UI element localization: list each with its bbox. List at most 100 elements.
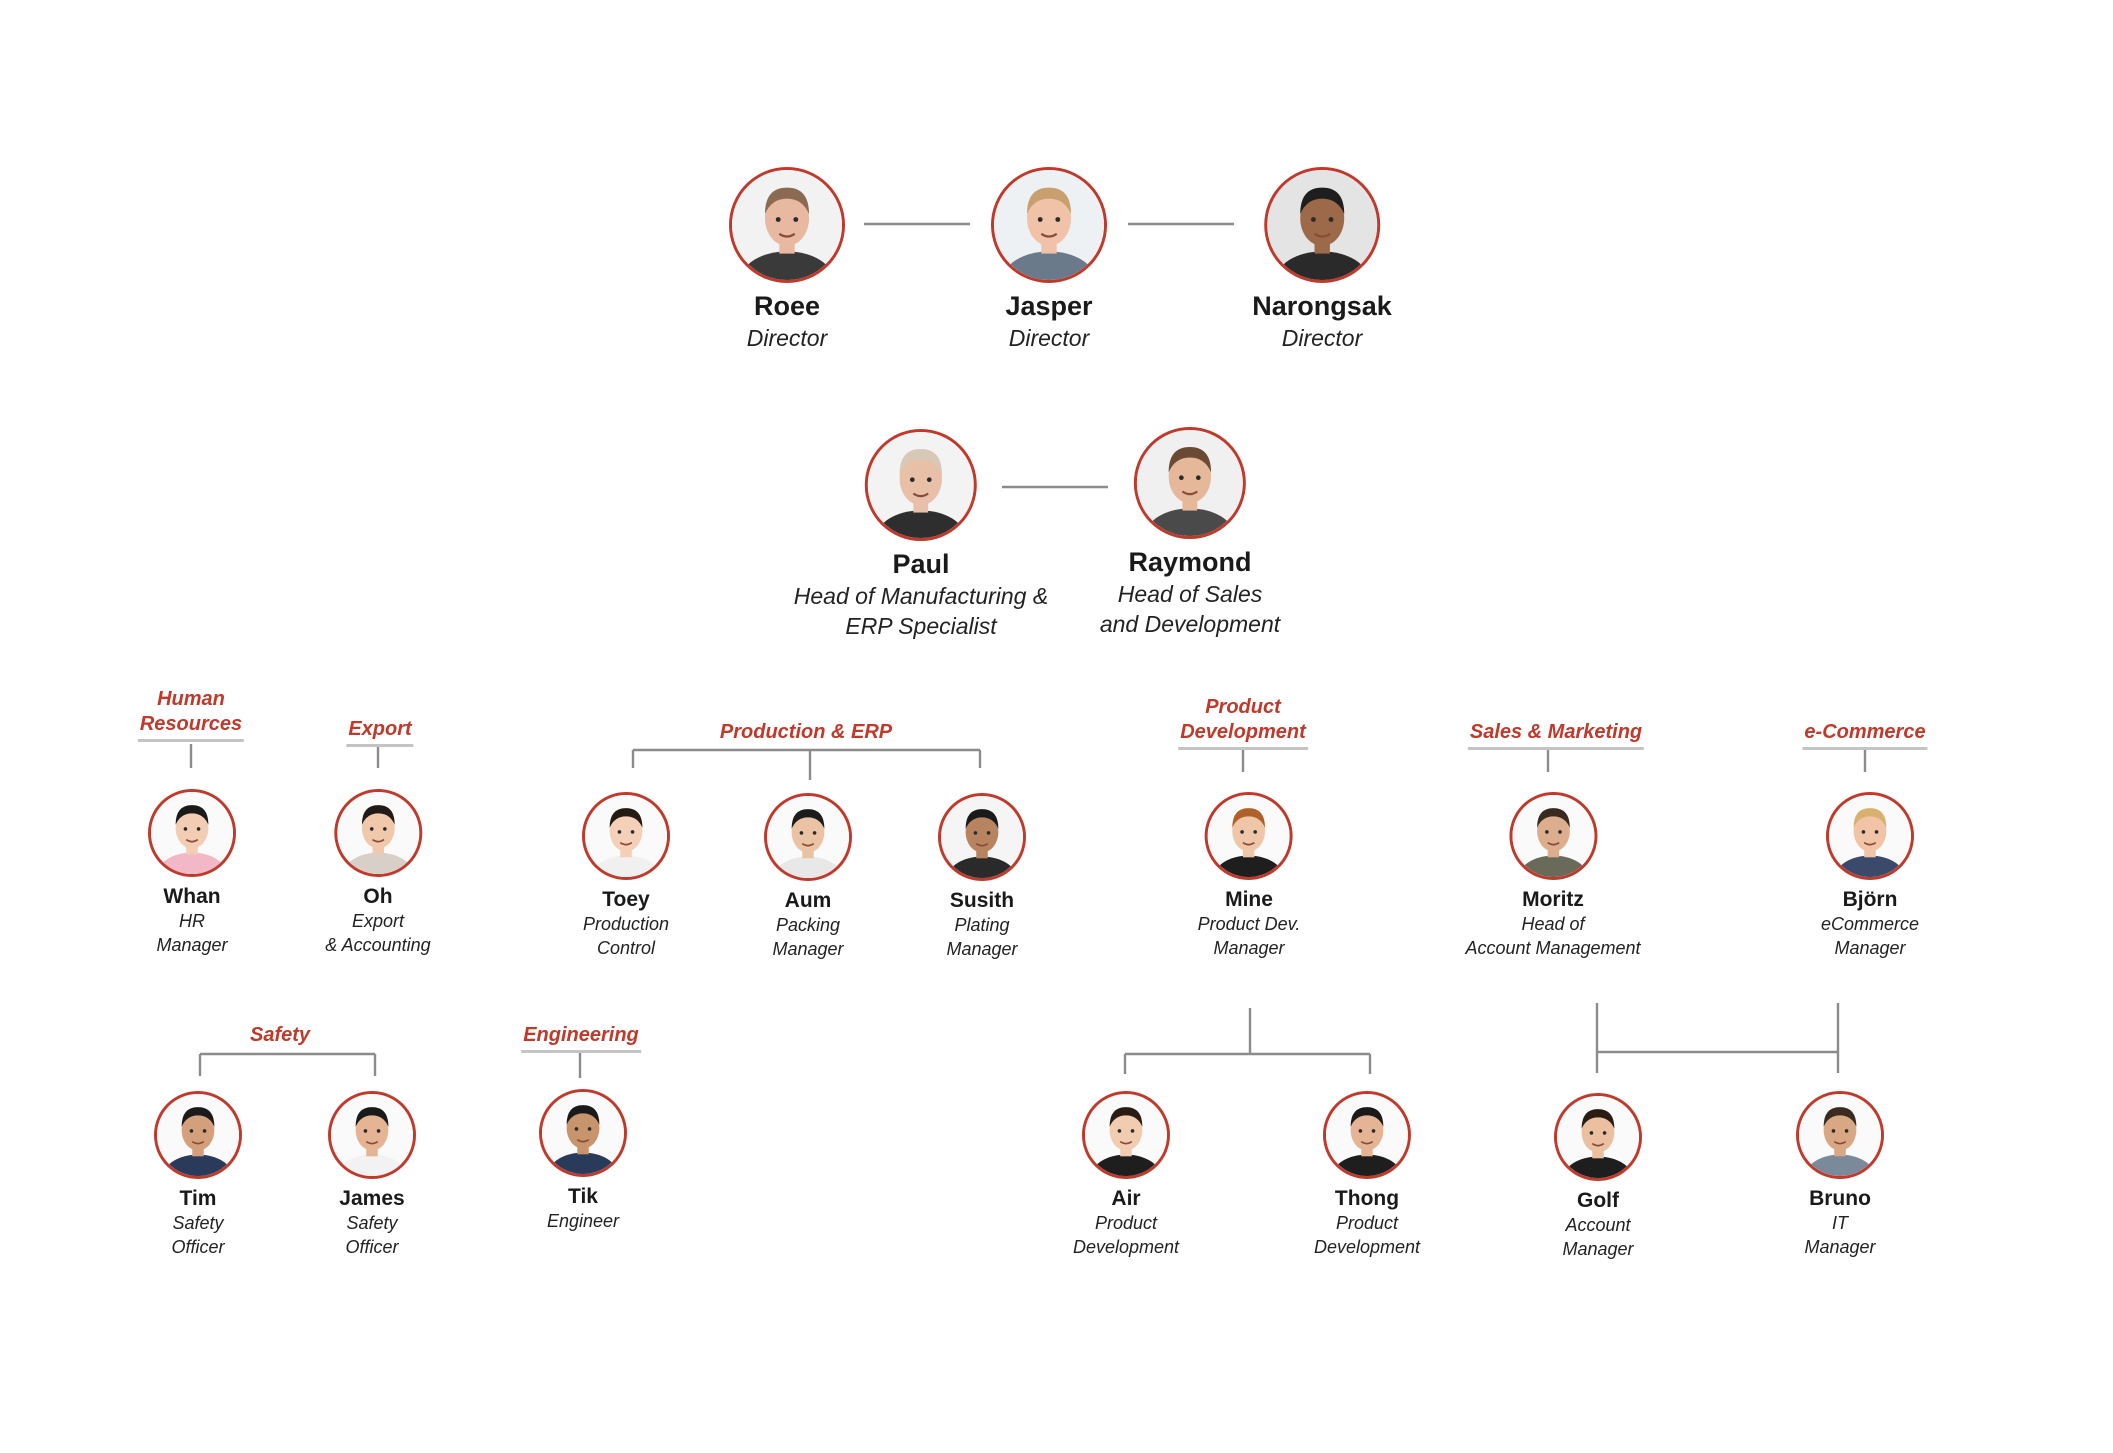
person-role: Head of Sales — [1117, 581, 1263, 608]
dept-label-line: Export — [348, 718, 412, 740]
person-role: Production — [582, 914, 670, 935]
avatar — [764, 793, 852, 881]
dept-label-line: Sales & Marketing — [1469, 721, 1643, 743]
person-name: Susith — [949, 889, 1015, 912]
portrait-icon — [941, 796, 1023, 878]
person-role: Director — [1281, 325, 1363, 352]
person-name: Paul — [892, 549, 950, 579]
person-role: Manager — [1804, 1237, 1876, 1258]
portrait-icon — [1208, 795, 1290, 877]
person-role: Product Dev. — [1197, 914, 1301, 935]
person-role: Manager — [1834, 938, 1906, 959]
person-role: Safety — [172, 1213, 224, 1234]
avatar — [328, 1091, 416, 1179]
avatar — [334, 789, 422, 877]
portrait-icon — [157, 1094, 239, 1176]
person-role: Engineer — [546, 1211, 620, 1232]
person-role: Export — [351, 911, 405, 932]
portrait-icon — [732, 170, 842, 280]
person-role: Packing — [775, 915, 841, 936]
avatar — [1554, 1093, 1642, 1181]
person-name: Tim — [179, 1187, 217, 1210]
person-role: Account — [1565, 1215, 1631, 1236]
person-name: Raymond — [1128, 547, 1252, 577]
person-role: ERP Specialist — [845, 613, 997, 640]
avatar — [729, 167, 845, 283]
person-role: Product — [1094, 1213, 1158, 1234]
portrait-icon — [1136, 430, 1243, 536]
portrait-icon — [1799, 1094, 1881, 1176]
person-role: Manager — [772, 939, 844, 960]
avatar — [865, 429, 977, 541]
person-role: Plating — [954, 915, 1010, 936]
person-name: Mine — [1225, 888, 1273, 911]
person-role: Head of — [1521, 914, 1585, 935]
avatar — [1264, 167, 1380, 283]
person-name: Oh — [363, 885, 393, 908]
person-role: Manager — [156, 935, 228, 956]
avatar — [991, 167, 1107, 283]
person-name: Jasper — [1005, 291, 1093, 321]
avatar — [1796, 1091, 1884, 1179]
avatar — [1133, 427, 1246, 539]
dept-safety: Safety — [248, 1023, 312, 1050]
person-role: Officer — [171, 1237, 225, 1258]
avatar — [582, 792, 670, 880]
person-name: Toey — [602, 888, 650, 911]
person-role: eCommerce — [1820, 914, 1920, 935]
person-name: Thong — [1334, 1187, 1400, 1210]
avatar — [1082, 1091, 1170, 1179]
person-name: Björn — [1842, 888, 1898, 911]
dept-production-erp: Production & ERP — [718, 720, 894, 747]
person-role: Head of Manufacturing & — [793, 583, 1049, 610]
person-name: James — [339, 1187, 405, 1210]
avatar — [539, 1089, 627, 1177]
avatar — [148, 789, 236, 877]
portrait-icon — [767, 796, 849, 878]
person-role: Development — [1072, 1237, 1180, 1258]
dept-label-line: Development — [1180, 721, 1306, 743]
person-role: Product — [1335, 1213, 1399, 1234]
person-name: Bruno — [1809, 1187, 1871, 1210]
portrait-icon — [331, 1094, 413, 1176]
person-role: Director — [746, 325, 828, 352]
dept-engineering: Engineering — [521, 1023, 641, 1053]
person-name: Roee — [753, 291, 821, 321]
person-name: Whan — [163, 885, 221, 908]
dept-export: Export — [346, 717, 414, 747]
portrait-icon — [1085, 1094, 1167, 1176]
avatar — [1205, 792, 1293, 880]
person-name: Tik — [568, 1185, 598, 1208]
portrait-icon — [868, 432, 974, 538]
person-role: IT — [1832, 1213, 1848, 1234]
person-role: and Development — [1099, 611, 1281, 638]
avatar — [1508, 792, 1597, 880]
portrait-icon — [1511, 795, 1594, 877]
avatar — [1826, 792, 1914, 880]
dept-ecommerce: e-Commerce — [1802, 720, 1928, 750]
person-name: Aum — [784, 889, 832, 912]
dept-sales-marketing: Sales & Marketing — [1467, 720, 1645, 750]
portrait-icon — [1557, 1096, 1639, 1178]
portrait-icon — [542, 1092, 624, 1174]
avatar — [154, 1091, 242, 1179]
portrait-icon — [1829, 795, 1911, 877]
